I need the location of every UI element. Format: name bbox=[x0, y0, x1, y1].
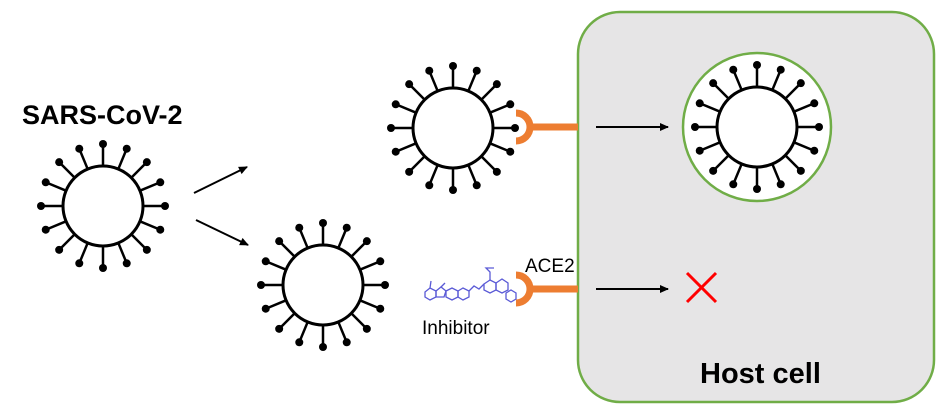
virus-envelope bbox=[281, 243, 365, 327]
spike-tip bbox=[387, 124, 395, 132]
spike-tip bbox=[55, 245, 64, 254]
spike-tip bbox=[753, 61, 761, 69]
spike-tip bbox=[691, 123, 699, 131]
spike-tip bbox=[156, 225, 165, 234]
spike-tip bbox=[257, 281, 265, 289]
blocked-x-icon bbox=[685, 271, 718, 304]
spike-tip bbox=[75, 144, 84, 153]
spike-tip bbox=[796, 166, 805, 175]
spike-tip bbox=[381, 281, 389, 289]
spike-tip bbox=[729, 180, 738, 189]
spike-tip bbox=[142, 158, 151, 167]
host-cell-label: Host cell bbox=[700, 358, 821, 390]
virus-envelope bbox=[715, 85, 799, 169]
spike-tip bbox=[275, 237, 284, 246]
spike-tip bbox=[122, 144, 131, 153]
spike-tip bbox=[492, 167, 501, 176]
spike-tip bbox=[810, 146, 819, 155]
spike-tip bbox=[319, 219, 327, 227]
spike-tip bbox=[342, 338, 351, 347]
spike-tip bbox=[405, 80, 414, 89]
virus-inhibited bbox=[257, 219, 389, 351]
spike-tip bbox=[449, 186, 457, 194]
spike-tip bbox=[55, 158, 64, 167]
spike-tip bbox=[37, 202, 45, 210]
spike-tip bbox=[342, 223, 351, 232]
receptor-label: ACE2 bbox=[525, 256, 575, 277]
spike-tip bbox=[506, 147, 515, 156]
spike-tip bbox=[161, 202, 169, 210]
arrow-to-binding bbox=[193, 166, 248, 194]
spike-tip bbox=[156, 178, 165, 187]
spike-tip bbox=[362, 324, 371, 333]
host-cell bbox=[576, 10, 936, 404]
spike-tip bbox=[362, 237, 371, 246]
ace2-receptor-top bbox=[515, 109, 578, 145]
spike-tip bbox=[796, 79, 805, 88]
spike-tip bbox=[261, 304, 270, 313]
virus-free bbox=[37, 140, 169, 272]
spike-tip bbox=[391, 147, 400, 156]
inhibitor-label: Inhibitor bbox=[422, 318, 490, 339]
virus-title: SARS-CoV-2 bbox=[22, 100, 183, 130]
spike-tip bbox=[41, 178, 50, 187]
spike-tip bbox=[99, 264, 107, 272]
spike-tip bbox=[776, 180, 785, 189]
spike-tip bbox=[425, 66, 434, 75]
spike-tip bbox=[815, 123, 823, 131]
inhibitor-molecule-icon bbox=[424, 267, 517, 303]
spike-tip bbox=[695, 99, 704, 108]
spike-tip bbox=[425, 181, 434, 190]
spike-tip bbox=[122, 259, 131, 268]
virus-binding bbox=[387, 62, 519, 194]
spike-tip bbox=[405, 167, 414, 176]
virus-envelope bbox=[411, 86, 495, 170]
spike-tip bbox=[75, 259, 84, 268]
spike-tip bbox=[41, 225, 50, 234]
spike-tip bbox=[511, 124, 519, 132]
spike-tip bbox=[810, 99, 819, 108]
spike-tip bbox=[709, 166, 718, 175]
spike-tip bbox=[695, 146, 704, 155]
spike-tip bbox=[376, 304, 385, 313]
virus-envelope bbox=[61, 164, 145, 248]
spike-tip bbox=[376, 257, 385, 266]
spike-tip bbox=[776, 65, 785, 74]
spike-tip bbox=[729, 65, 738, 74]
spike-tip bbox=[142, 245, 151, 254]
spike-tip bbox=[391, 100, 400, 109]
spike-tip bbox=[99, 140, 107, 148]
spike-tip bbox=[472, 66, 481, 75]
spike-tip bbox=[506, 100, 515, 109]
spike-tip bbox=[709, 79, 718, 88]
spike-tip bbox=[295, 223, 304, 232]
spike-tip bbox=[261, 257, 270, 266]
spike-tip bbox=[295, 338, 304, 347]
spike-tip bbox=[492, 80, 501, 89]
spike-tip bbox=[753, 185, 761, 193]
arrow-to-inhibited bbox=[195, 219, 249, 246]
spike-tip bbox=[319, 343, 327, 351]
spike-tip bbox=[472, 181, 481, 190]
ace2-receptor-bottom bbox=[515, 271, 578, 307]
virus-internalized bbox=[691, 61, 823, 193]
spike-tip bbox=[275, 324, 284, 333]
spike-tip bbox=[449, 62, 457, 70]
